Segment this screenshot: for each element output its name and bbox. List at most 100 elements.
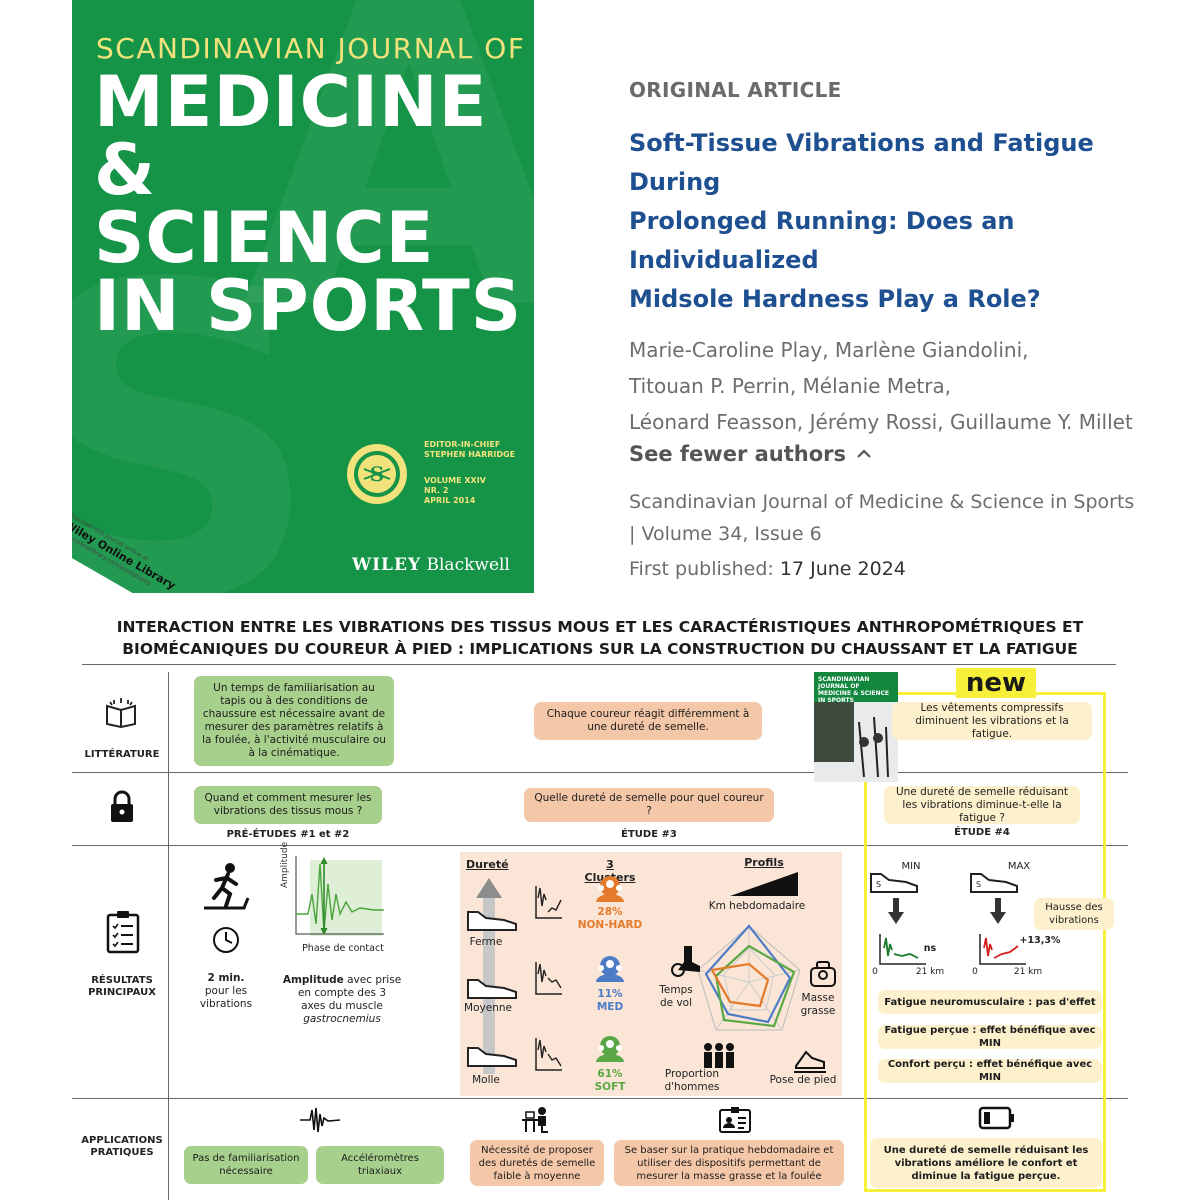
clock-icon	[213, 927, 239, 953]
km21-label: 21 km	[915, 967, 945, 977]
question-box-prestudies: Quand et comment mesurer les vibrations …	[194, 786, 382, 824]
mini-journal-cover: SCANDINAVIAN JOURNAL OF MEDICINE & SCIEN…	[814, 672, 898, 782]
fatigue-neuro-box: Fatigue neuromusculaire : pas d'effet	[878, 990, 1102, 1014]
signal-trend-icon	[535, 1038, 562, 1071]
shoe-max-icon: S	[970, 873, 1018, 893]
proportion-label: Proportion d'hommes	[664, 1068, 720, 1093]
zero-label: 0	[872, 967, 878, 977]
moyenne-label: Moyenne	[464, 1002, 512, 1014]
duration-text: 2 min. pour les vibrations	[199, 972, 253, 1010]
low-battery-icon	[978, 1106, 1014, 1130]
treadmill-runner-icon	[204, 863, 250, 910]
arrow-down-icon	[990, 898, 1006, 924]
km21-label: 21 km	[1013, 967, 1043, 977]
pct-increase-label: +13,3%	[1019, 935, 1061, 946]
body-scale-icon	[810, 961, 836, 987]
row-label-applications: APPLICATIONS PRATIQUES	[81, 1135, 163, 1158]
amplitude-text: Amplitude avec prise en compte des 3 axe…	[282, 974, 402, 1025]
shoe-min-icon: S	[870, 873, 918, 893]
svg-text:S: S	[976, 880, 981, 889]
literature-box-familiarisation: Un temps de familiarisation au tapis ou …	[194, 676, 394, 766]
ferme-label: Ferme	[469, 936, 503, 948]
application-accelerometres: Accéléromètres triaxiaux	[316, 1146, 444, 1184]
divider	[72, 845, 1128, 846]
zero-label: 0	[972, 967, 978, 977]
cluster-soft: 61% SOFT	[594, 1068, 626, 1093]
cover-editor: EDITOR-IN-CHIEF STEPHEN HARRIDGE	[424, 440, 516, 459]
people-group-icon	[704, 1043, 734, 1068]
shoe-icon	[467, 911, 517, 931]
divider	[72, 1098, 1128, 1099]
infographic-title: INTERACTION ENTRE LES VIBRATIONS DES TIS…	[116, 618, 1084, 636]
cluster-group-icon	[596, 1036, 624, 1062]
application-conclusion: Une dureté de semelle réduisant les vibr…	[870, 1138, 1102, 1188]
literature-box-compressifs: Les vêtements compressifs diminuent les …	[892, 702, 1092, 740]
cover-journal-title: MEDICINE & SCIENCE IN SPORTS	[94, 61, 523, 347]
vibration-wave-icon	[300, 1107, 341, 1133]
see-fewer-authors-button[interactable]: See fewer authors	[629, 442, 1189, 466]
question-box-study3: Quelle dureté de semelle pour quel coure…	[524, 788, 774, 822]
prestudies-label: PRÉ-ÉTUDES #1 et #2	[226, 829, 350, 840]
clipboard-icon	[106, 911, 140, 954]
article-type: ORIGINAL ARTICLE	[629, 78, 842, 102]
cluster-nonhard: 28% NON-HARD	[577, 906, 643, 931]
cover-watermark: S	[72, 195, 322, 593]
application-durete: Nécessité de proposer des duretés de sem…	[470, 1140, 604, 1186]
fatigue-percue-box: Fatigue perçue : effet bénéfique avec MI…	[878, 1025, 1102, 1049]
first-published: First published: 17 June 2024	[629, 558, 906, 580]
desk-person-icon	[522, 1107, 548, 1133]
divider	[82, 664, 1116, 665]
profils-title: Profils	[744, 856, 784, 869]
study3-label: ÉTUDE #3	[621, 829, 677, 840]
svg-text:S: S	[876, 880, 881, 889]
arrow-down-icon	[888, 898, 904, 924]
society-seal-icon: S	[347, 444, 407, 504]
max-label: MAX	[1007, 861, 1031, 872]
padlock-icon	[111, 790, 133, 822]
study4-label: ÉTUDE #4	[954, 827, 1010, 838]
confort-box: Confort perçu : effet bénéfique avec MIN	[878, 1059, 1102, 1083]
graphical-abstract: INTERACTION ENTRE LES VIBRATIONS DES TIS…	[72, 600, 1128, 1200]
signal-min-chart	[879, 934, 926, 965]
row-label-litterature: LITTÉRATURE	[84, 749, 160, 760]
volume-ramp-icon	[730, 872, 798, 896]
durete-label: Dureté	[466, 858, 509, 871]
cover-volume: VOLUME XXIV NR. 2 APRIL 2014	[424, 476, 486, 505]
pose-pied-label: Pose de pied	[769, 1074, 837, 1086]
application-pratique: Se baser sur la pratique hebdomadaire et…	[614, 1140, 844, 1186]
cover-watermark: A	[242, 0, 534, 405]
divider	[72, 772, 1128, 773]
journal-cover[interactable]: A S SCANDINAVIAN JOURNAL OF MEDICINE & S…	[72, 0, 534, 593]
row-label-resultats: RÉSULTATS PRINCIPAUX	[88, 975, 156, 998]
new-badge: new	[956, 668, 1036, 698]
km-hebdo-label: Km hebdomadaire	[708, 900, 806, 912]
cluster-group-icon	[596, 876, 624, 902]
amplitude-axis-label: Amplitude	[280, 841, 290, 888]
article-title-link[interactable]: Soft-Tissue Vibrations and Fatigue Durin…	[629, 129, 1094, 313]
masse-grasse-label: Masse grasse	[800, 992, 836, 1017]
publisher-logo: WILEY Blackwell	[352, 555, 510, 575]
journal-citation-link[interactable]: Scandinavian Journal of Medicine & Scien…	[629, 491, 1135, 545]
skiers-photo-icon	[814, 702, 898, 782]
shoe-icon	[467, 979, 517, 999]
foot-strike-icon	[794, 1050, 826, 1073]
hausse-box: Hausse des vibrations	[1034, 898, 1114, 930]
foot-stopwatch-icon	[671, 946, 700, 977]
cluster-group-icon	[596, 956, 624, 982]
signal-trend-icon	[535, 886, 562, 919]
radar-chart	[697, 924, 801, 1031]
id-card-icon	[719, 1107, 751, 1133]
min-label: MIN	[901, 861, 921, 872]
author-list[interactable]: Marie-Caroline Play, Marlène Giandolini,…	[629, 338, 1133, 434]
cover-journal-prefix: SCANDINAVIAN JOURNAL OF	[96, 32, 526, 65]
question-box-study4: Une dureté de semelle réduisant les vibr…	[884, 786, 1080, 824]
ns-label: ns	[923, 943, 937, 954]
signal-max-chart	[979, 934, 1026, 965]
cluster-med: 11% MED	[596, 988, 624, 1013]
divider	[168, 672, 169, 1200]
temps-vol-label: Temps de vol	[659, 984, 693, 1009]
application-familiarisation: Pas de familiarisation nécessaire	[184, 1146, 308, 1184]
chevron-up-icon	[857, 449, 871, 458]
phase-axis-label: Phase de contact	[302, 943, 384, 954]
open-book-icon	[106, 698, 136, 728]
